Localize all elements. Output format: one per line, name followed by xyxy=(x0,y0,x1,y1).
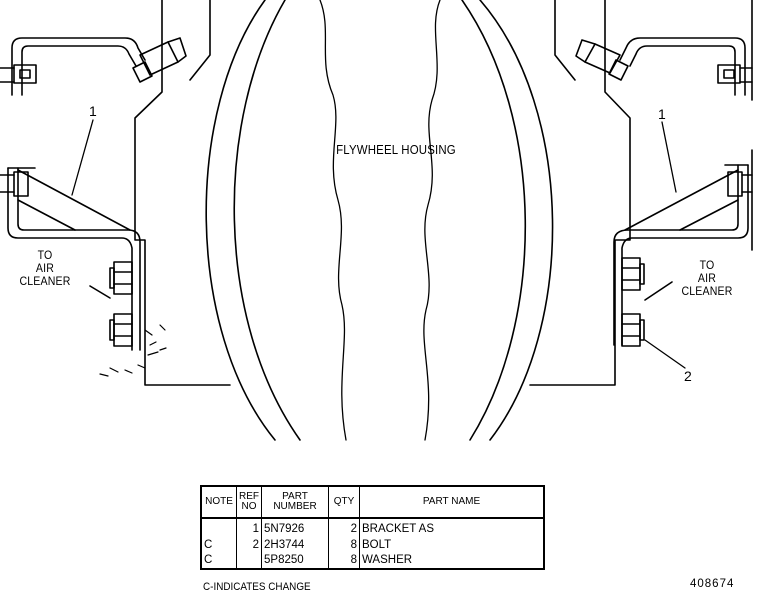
header-part-name: PART NAME xyxy=(359,486,544,519)
flywheel-housing-drawing xyxy=(0,0,753,441)
debris-marks xyxy=(99,324,167,377)
table-row: 1 5N7926 2 BRACKET AS xyxy=(201,518,544,537)
change-footnote: C-INDICATES CHANGE xyxy=(203,581,311,593)
drawing-number: 408674 xyxy=(690,578,735,590)
table-row: C 5P8250 8 WASHER xyxy=(201,552,544,569)
flywheel-housing-label: FLYWHEEL HOUSING xyxy=(336,142,456,157)
housing-outline xyxy=(134,0,631,386)
header-note: NOTE xyxy=(201,486,237,519)
right-bracket xyxy=(575,0,753,347)
flywheel-arcs xyxy=(205,0,554,441)
leader-lines xyxy=(71,119,686,369)
to-air-cleaner-right-label: TO AIR CLEANER xyxy=(681,258,733,298)
header-qty: QTY xyxy=(328,486,360,519)
to-air-cleaner-left-label: TO AIR CLEANER xyxy=(19,248,71,288)
table-row: C 2 2H3744 8 BOLT xyxy=(201,536,544,553)
break-lines xyxy=(319,0,441,441)
ref-2: 2 xyxy=(684,368,692,384)
left-bracket xyxy=(0,37,187,351)
ref-1-right: 1 xyxy=(658,106,666,122)
ref-1-left: 1 xyxy=(89,103,97,119)
